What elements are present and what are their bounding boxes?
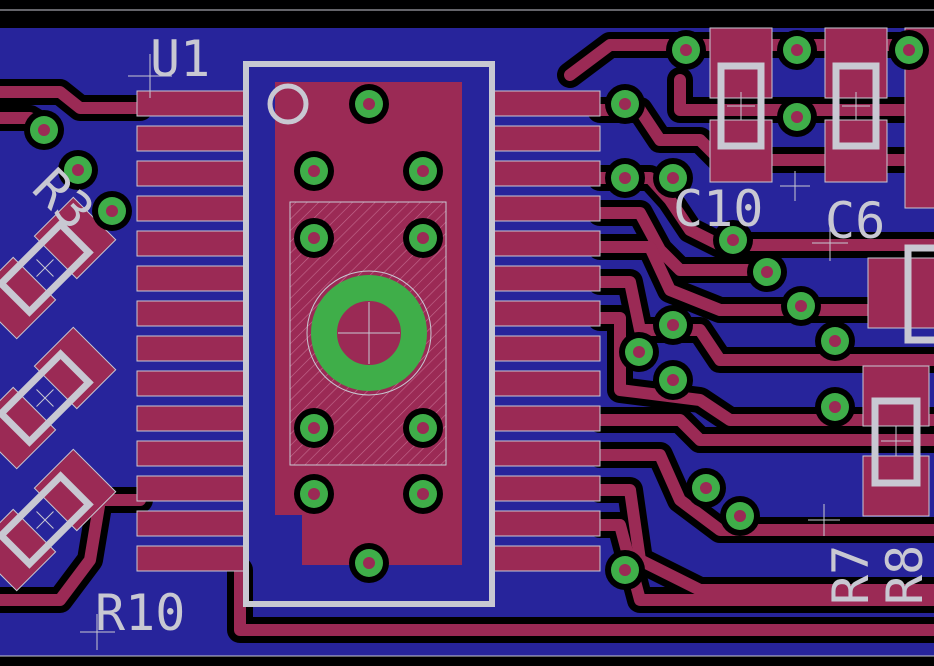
via — [781, 286, 821, 326]
via — [815, 387, 855, 427]
label-r7: R7 — [822, 545, 880, 605]
via — [294, 408, 334, 448]
via — [666, 30, 706, 70]
via — [747, 252, 787, 292]
via — [653, 158, 693, 198]
via — [713, 220, 753, 260]
u1-pin1-marker — [267, 83, 309, 125]
via — [720, 496, 760, 536]
via — [815, 321, 855, 361]
via — [605, 550, 645, 590]
via — [653, 305, 693, 345]
via — [653, 360, 693, 400]
via — [92, 191, 132, 231]
right-edge-component — [867, 27, 934, 344]
via — [777, 97, 817, 137]
label-c6: C6 — [825, 192, 885, 250]
label-c10: C10 — [673, 180, 763, 238]
via — [294, 474, 334, 514]
u1-outline — [243, 61, 495, 607]
c10-capacitor — [709, 27, 773, 183]
via — [605, 158, 645, 198]
via — [403, 408, 443, 448]
via — [24, 110, 64, 150]
via — [294, 218, 334, 258]
left-resistor-upper — [0, 196, 117, 340]
via — [294, 151, 334, 191]
via — [403, 218, 443, 258]
via — [349, 84, 389, 124]
via — [777, 30, 817, 70]
label-r10: R10 — [95, 584, 185, 642]
vias — [24, 30, 929, 590]
via — [619, 332, 659, 372]
via — [605, 84, 645, 124]
c6-capacitor — [824, 27, 888, 183]
via — [403, 474, 443, 514]
via — [349, 543, 389, 583]
u1-right-pads — [489, 90, 601, 572]
label-u1: U1 — [150, 30, 210, 88]
via — [58, 150, 98, 190]
label-r8: R8 — [876, 545, 934, 605]
mounting-hole-ring — [306, 270, 432, 396]
via — [686, 468, 726, 508]
u1-left-pads — [136, 90, 246, 572]
left-resistor-lower — [0, 448, 117, 592]
via — [403, 151, 443, 191]
via — [889, 30, 929, 70]
r8-resistor — [862, 365, 930, 517]
left-resistor-middle — [0, 326, 117, 470]
origin-marks — [80, 54, 848, 650]
